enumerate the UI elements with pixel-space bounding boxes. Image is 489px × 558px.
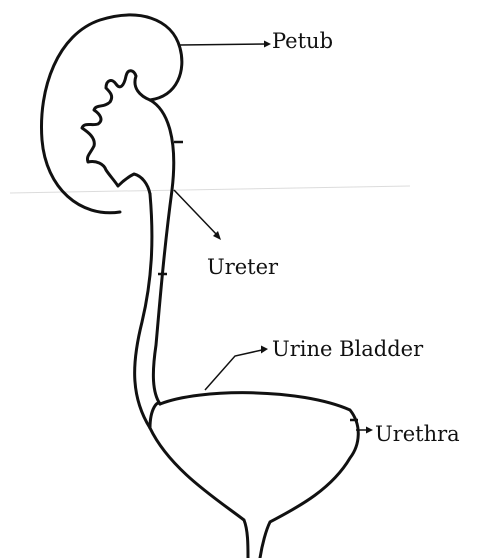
- leader-arrow-kidney: [180, 41, 271, 48]
- label-urethra: Urethra: [375, 424, 460, 445]
- kidney-outline: [41, 15, 181, 213]
- ureter-left-wall: [135, 194, 152, 428]
- paper-fold-line: [10, 186, 410, 193]
- kidney-calyces: [82, 71, 150, 194]
- leader-arrow-bladder: [205, 346, 268, 391]
- label-kidney: Petub: [272, 31, 333, 52]
- leader-arrow-ureter: [174, 190, 221, 240]
- label-ureter: Ureter: [207, 257, 278, 278]
- bladder-outline: [150, 393, 358, 558]
- label-urine-bladder: Urine Bladder: [272, 339, 423, 360]
- bladder-top-arc: [150, 403, 160, 428]
- ureter-right-wall: [150, 100, 174, 404]
